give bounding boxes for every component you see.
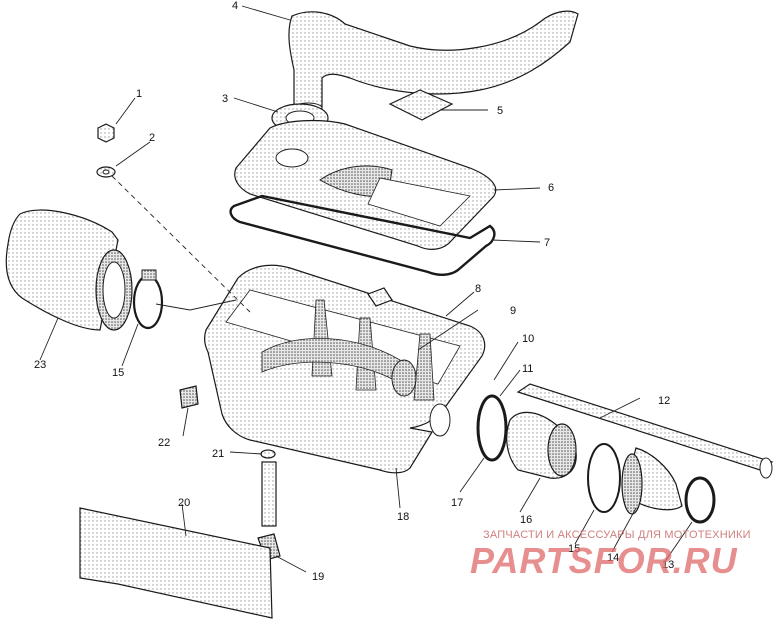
callout-3: 3 (222, 93, 228, 105)
part-13-clamp (684, 476, 716, 524)
callout-5: 5 (497, 105, 503, 117)
callout-7: 7 (544, 237, 550, 249)
callout-18: 18 (397, 511, 409, 523)
part-15-clamp-right (587, 443, 621, 513)
callout-23: 23 (34, 359, 46, 371)
part-drain-tube (261, 461, 277, 527)
part-12-breather-tube (516, 383, 774, 471)
callout-1: 1 (136, 88, 142, 100)
callout-15-right: 15 (568, 543, 580, 555)
part-15-clamp-left (132, 274, 164, 330)
callout-12: 12 (658, 395, 670, 407)
part-23-air-filter (5, 209, 119, 331)
callout-6: 6 (548, 182, 554, 194)
part-5-label-plate (388, 89, 454, 121)
callout-22: 22 (158, 437, 170, 449)
watermark-logo: PARTSFOR.RU (470, 540, 738, 581)
part-1-nut (97, 123, 115, 143)
part-17-gasket (476, 394, 508, 462)
callout-20: 20 (178, 497, 190, 509)
part-4-intake-duct (288, 10, 579, 109)
watermark-tagline: ЗАПЧАСТИ И АКСЕССУАРЫ ДЛЯ МОТОТЕХНИКИ (483, 529, 751, 541)
callout-17: 17 (451, 497, 463, 509)
callout-10: 10 (522, 333, 534, 345)
leader-lines (39, 5, 693, 573)
callout-21: 21 (212, 448, 224, 460)
callout-2: 2 (149, 132, 155, 144)
callout-15-left: 15 (112, 367, 124, 379)
part-7-lid-gasket (229, 194, 496, 276)
callout-8: 8 (475, 283, 481, 295)
callout-labels: 1 2 3 4 5 6 7 8 9 10 11 12 13 14 15 15 1… (34, 0, 674, 583)
part-22-plug (179, 385, 199, 409)
part-21-clamp (260, 449, 276, 459)
part-20-foam-pad (79, 507, 273, 619)
callout-9: 9 (510, 305, 516, 317)
callout-19: 19 (312, 571, 324, 583)
callout-16: 16 (520, 514, 532, 526)
callout-4: 4 (232, 0, 238, 12)
callout-13: 13 (662, 559, 674, 571)
callout-14: 14 (607, 552, 619, 564)
callout-11: 11 (522, 363, 533, 375)
